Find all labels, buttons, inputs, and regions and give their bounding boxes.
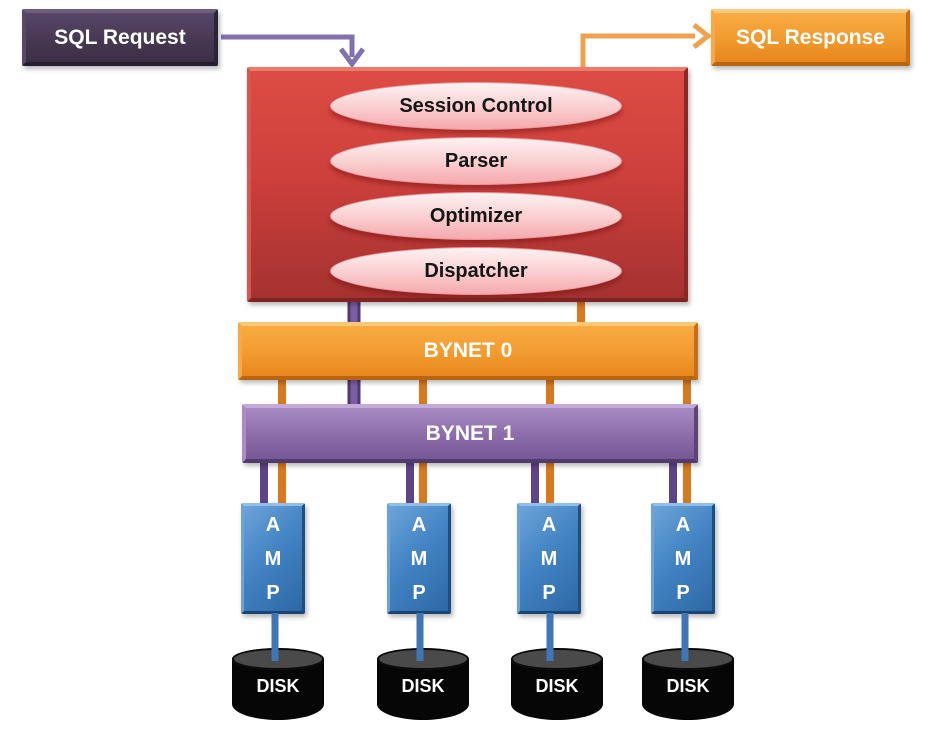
disk-top-ellipse [511,648,603,670]
amp-letter: M [540,547,558,570]
amp-letter: A [265,513,281,536]
disk-cylinder-3: DISK [511,648,603,720]
amp-node-2: A M P [387,503,451,614]
optimizer-ellipse: Optimizer [330,192,622,240]
amp-letter: A [675,513,691,536]
parser-ellipse: Parser [330,137,622,185]
optimizer-label: Optimizer [429,204,523,227]
amp-letter: P [412,581,426,604]
request-arrow [221,34,355,57]
amp-node-1: A M P [241,503,305,614]
parser-label: Parser [444,149,508,172]
amp-node-3: A M P [517,503,581,614]
amp-letter: M [410,547,428,570]
disk-label: DISK [401,676,445,696]
dispatcher-ellipse: Dispatcher [330,247,622,295]
request-arrowhead-icon [338,47,366,69]
bynet1-label: BYNET 1 [425,421,515,445]
amp-letter: P [542,581,556,604]
session-control-ellipse: Session Control [330,82,622,130]
amp-letter: M [264,547,282,570]
sql-response-label: SQL Response [736,25,885,49]
amp-letter: M [674,547,692,570]
bynet0-bar: BYNET 0 [238,322,698,380]
disk-label: DISK [256,676,300,696]
sql-request-box: SQL Request [22,9,218,66]
amp-node-4: A M P [651,503,715,614]
disk-label: DISK [666,676,710,696]
parsing-engine-box: Session Control Parser Optimizer Dispatc… [247,67,688,302]
amp-letter: P [266,581,280,604]
bynet0-label: BYNET 0 [423,339,513,362]
amp-letter: P [676,581,690,604]
bynet1-bar: BYNET 1 [242,404,698,463]
amp-letter: A [541,513,557,536]
disk-cylinder-2: DISK [377,648,469,720]
session-control-label: Session Control [399,94,553,117]
dispatcher-label: Dispatcher [424,259,528,282]
sql-response-box: SQL Response [711,9,910,66]
disk-label: DISK [535,676,579,696]
response-arrow [580,33,695,68]
disk-cylinder-1: DISK [232,648,324,720]
sql-request-label: SQL Request [54,25,186,49]
amp-letter: A [411,513,427,536]
response-arrowhead-icon [692,23,713,49]
